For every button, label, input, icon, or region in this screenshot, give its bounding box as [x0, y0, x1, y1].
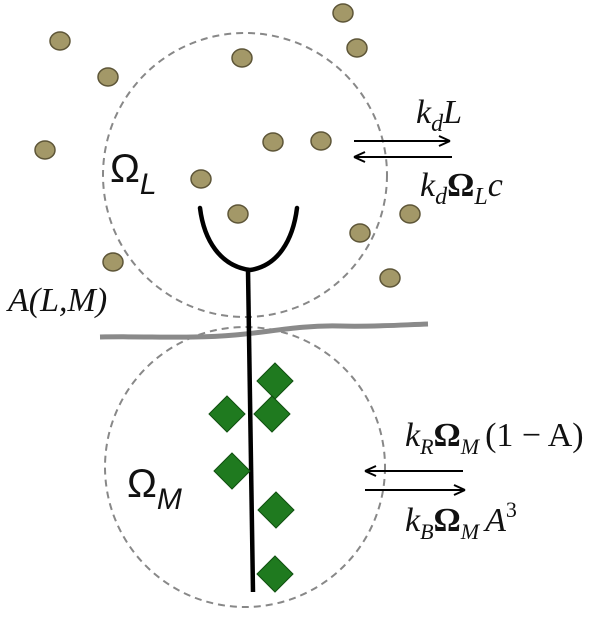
bound-protein-diamond-2	[208, 395, 246, 433]
omega-l-label: ΩL	[110, 147, 157, 201]
omega-l-symbol: Ω	[110, 147, 140, 191]
omega-m-top: Ω	[434, 417, 461, 454]
a-var: A	[483, 502, 506, 539]
ligand-particle-9	[190, 169, 212, 189]
kb-k: k	[405, 502, 421, 539]
ligand-particle-7	[262, 132, 284, 152]
kb-sub: B	[420, 519, 433, 544]
activity-label: A(L,M)	[6, 282, 107, 319]
ligand-particle-2	[332, 3, 354, 23]
kd-l: L	[442, 94, 462, 131]
c-var: c	[488, 167, 503, 204]
ligand-particle-11	[399, 204, 421, 224]
membrane-region-circle	[104, 326, 386, 608]
a-exponent: 3	[506, 497, 517, 522]
ligand-particle-12	[349, 223, 371, 243]
bound-protein-diamond-4	[213, 452, 251, 490]
omega-m-subscript: M	[157, 483, 182, 516]
omega-m-bottom: Ω	[434, 502, 461, 539]
bound-proteins	[208, 362, 295, 593]
omega-m-top-sub: M	[460, 434, 481, 459]
bound-protein-diamond-6	[256, 555, 294, 593]
ligand-particle-10	[227, 204, 249, 224]
omega-m-symbol: Ω	[127, 462, 157, 506]
ligand-particle-13	[102, 252, 124, 272]
omega-l-subscript: L	[140, 168, 157, 201]
ligand-forward-rate: kdL	[416, 94, 462, 137]
membrane-line	[99, 321, 429, 340]
ligand-particle-5	[346, 38, 368, 58]
one-minus-a: (1 − A)	[485, 417, 584, 454]
kr-k: k	[405, 417, 421, 454]
ligand-region-circle	[102, 32, 388, 318]
omega-m-label: ΩM	[127, 462, 182, 516]
ligand-exchange-arrows	[353, 135, 452, 163]
ligand-particle-6	[34, 140, 56, 160]
ligand-particle-4	[231, 48, 253, 68]
membrane-top-rate: kRΩM(1 − A)	[405, 417, 584, 459]
ligand-particles	[34, 3, 421, 288]
membrane-exchange-arrows	[364, 465, 466, 496]
kd-k: k	[416, 94, 432, 131]
ligand-backward-rate: kdΩLc	[420, 167, 503, 210]
ligand-particle-1	[49, 31, 71, 51]
ligand-particle-3	[97, 67, 119, 87]
kd-sub: d	[431, 111, 444, 137]
omega-l: Ω	[447, 167, 474, 204]
ligand-particle-8	[310, 131, 332, 151]
bound-protein-diamond-5	[257, 491, 295, 529]
ligand-particle-14	[379, 268, 401, 288]
receptor-stem	[245, 269, 256, 593]
omega-m-bottom-sub: M	[460, 519, 481, 544]
kd2-k: k	[420, 167, 436, 204]
kr-sub: R	[419, 434, 434, 459]
omega-l-sub: L	[473, 184, 487, 210]
bound-protein-diamond-1	[256, 362, 294, 400]
receptor-cup	[197, 205, 300, 273]
bound-protein-diamond-3	[253, 395, 291, 433]
kd2-sub: d	[435, 184, 448, 210]
